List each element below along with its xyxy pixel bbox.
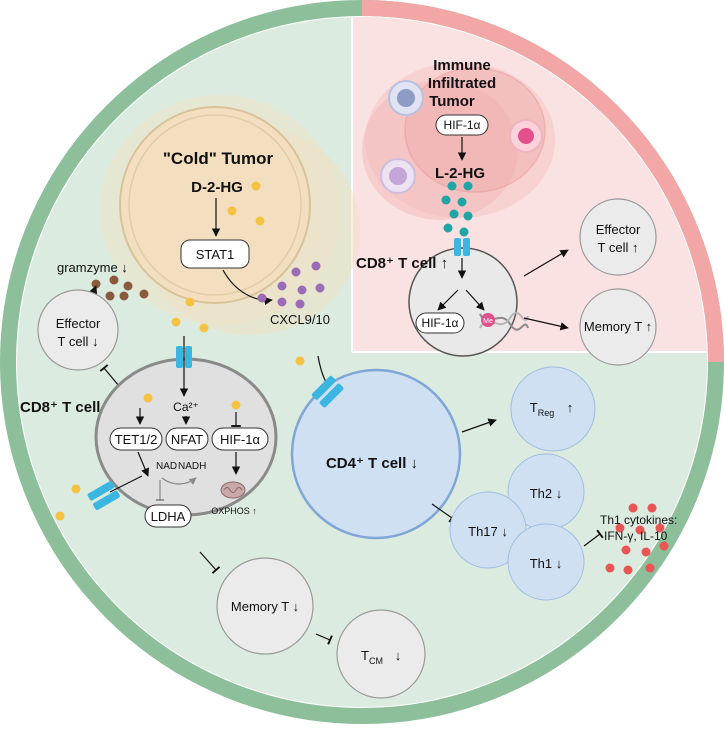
mitochondrion-icon bbox=[220, 481, 246, 499]
tcm-main: T bbox=[361, 648, 369, 663]
cd8-effector-line1: Effector bbox=[56, 316, 101, 331]
cd8-ca-label: Ca²⁺ bbox=[173, 400, 199, 414]
cd8-hif-label: HIF-1α bbox=[220, 432, 261, 447]
cd4-channel-icon bbox=[311, 375, 344, 408]
cd8-nadh-label: NADH bbox=[178, 461, 206, 472]
outer-ring-pink-arc bbox=[361, 0, 724, 363]
cold-stat1-label: STAT1 bbox=[196, 247, 235, 262]
tcm-cell bbox=[336, 609, 426, 699]
cytokine-dots bbox=[605, 503, 669, 575]
treg-sub: Reg bbox=[538, 408, 555, 418]
tcm-sub: CM bbox=[369, 656, 383, 666]
cd8-nfat-box bbox=[165, 427, 209, 451]
th1-label: Th1 ↓ bbox=[530, 556, 563, 571]
immune-effector-line2: T cell ↑ bbox=[598, 240, 639, 255]
immune-title-line3: Tumor bbox=[429, 93, 475, 110]
immune-cd8-label: CD8⁺ T cell ↑ bbox=[356, 255, 448, 272]
immune-hif-inner-box bbox=[415, 312, 465, 334]
th17-label: Th17 ↓ bbox=[468, 524, 508, 539]
immune-arrow-right bbox=[465, 289, 485, 311]
cold-d2hg-label: D-2-HG bbox=[191, 179, 243, 196]
cd8-oxphos-label: OXPHOS ↑ bbox=[211, 506, 257, 516]
cd8-effector-cell bbox=[37, 289, 119, 371]
cd8-ldha-label: LDHA bbox=[151, 509, 186, 524]
cd8-hif-box bbox=[211, 427, 269, 451]
cd4-cell bbox=[290, 368, 462, 540]
cd4-th17-inhibit bbox=[431, 503, 456, 523]
immune-memory-arrow bbox=[523, 317, 569, 331]
treg-label: TReg bbox=[530, 400, 554, 418]
cd8-label: CD8⁺ T cell bbox=[20, 399, 100, 416]
immune-effector-arrow bbox=[523, 249, 569, 277]
gramzyme-label: gramzyme ↓ bbox=[57, 260, 128, 275]
th1-cytokine-inhibit bbox=[583, 529, 604, 547]
treg-cell bbox=[510, 366, 596, 452]
immune-title-line2: Infiltrated bbox=[428, 75, 496, 92]
methyl-mark-icon bbox=[481, 313, 495, 327]
cd8-tet-label: TET1/2 bbox=[115, 432, 158, 447]
immune-memory-cell bbox=[579, 288, 657, 366]
cd8-memory-inhibit bbox=[199, 551, 221, 574]
cd8-metabolite-dots bbox=[55, 393, 241, 521]
cd4-treg-arrow bbox=[461, 418, 497, 433]
cytokine-line1: Th1 cytokines: bbox=[600, 513, 677, 527]
cd8-effector-line2: T cell ↓ bbox=[58, 334, 99, 349]
memory-tcm-inhibit bbox=[315, 633, 333, 645]
cd8-channel-icon bbox=[176, 346, 192, 368]
immune-effector-cell bbox=[579, 198, 657, 276]
cold-cxcl-label: CXCL9/10 bbox=[270, 312, 330, 327]
cold-metabolite-dots bbox=[171, 181, 265, 333]
cd4-label: CD4⁺ T cell ↓ bbox=[326, 455, 418, 472]
immune-hif-box bbox=[435, 114, 489, 136]
gramzyme-dots bbox=[91, 275, 149, 301]
cd8-efflux-arrow bbox=[109, 475, 143, 493]
treg-arrow: ↑ bbox=[567, 400, 574, 415]
immune-memory-label: Memory T ↑ bbox=[584, 319, 652, 334]
cd8-nfat-label: NFAT bbox=[171, 432, 203, 447]
cold-stat1-box bbox=[180, 239, 250, 269]
immune-effector-line1: Effector bbox=[596, 222, 641, 237]
cxcl-dots bbox=[257, 261, 325, 309]
immune-title-line1: Immune bbox=[433, 57, 491, 74]
nad-cycle-arrow bbox=[161, 477, 197, 485]
cd8-memory-cell bbox=[216, 557, 314, 655]
cd8-ldha-box bbox=[144, 504, 192, 528]
th1-cell bbox=[507, 523, 585, 601]
cold-tumor bbox=[100, 95, 360, 335]
th2-label: Th2 ↓ bbox=[530, 486, 563, 501]
cd8-tet-down-line bbox=[137, 451, 149, 477]
cd8-nad-label: NAD bbox=[156, 461, 177, 472]
immune-channel-icon bbox=[454, 238, 470, 256]
immune-arrow-left bbox=[437, 289, 459, 311]
immune-l2hg-label: L-2-HG bbox=[435, 165, 485, 182]
tcm-label: TCM bbox=[361, 648, 383, 666]
cytokine-line2: IFN-γ, IL-10 bbox=[604, 529, 668, 543]
cd8-lower-channel-icon bbox=[87, 481, 120, 511]
cd8-tet-box bbox=[109, 427, 163, 451]
cd8-memory-label: Memory T ↓ bbox=[231, 599, 299, 614]
immune-hif-label: HIF-1α bbox=[444, 118, 481, 132]
dna-icon bbox=[479, 311, 529, 331]
cold-stat1-arrow bbox=[222, 269, 273, 306]
tcm-arrow: ↓ bbox=[395, 648, 402, 663]
immune-hif-inner-label: HIF-1α bbox=[422, 316, 459, 330]
treg-main: T bbox=[530, 400, 538, 415]
cold-tumor-title: "Cold" Tumor bbox=[163, 149, 274, 168]
methyl-mark-label: Me bbox=[483, 318, 493, 325]
